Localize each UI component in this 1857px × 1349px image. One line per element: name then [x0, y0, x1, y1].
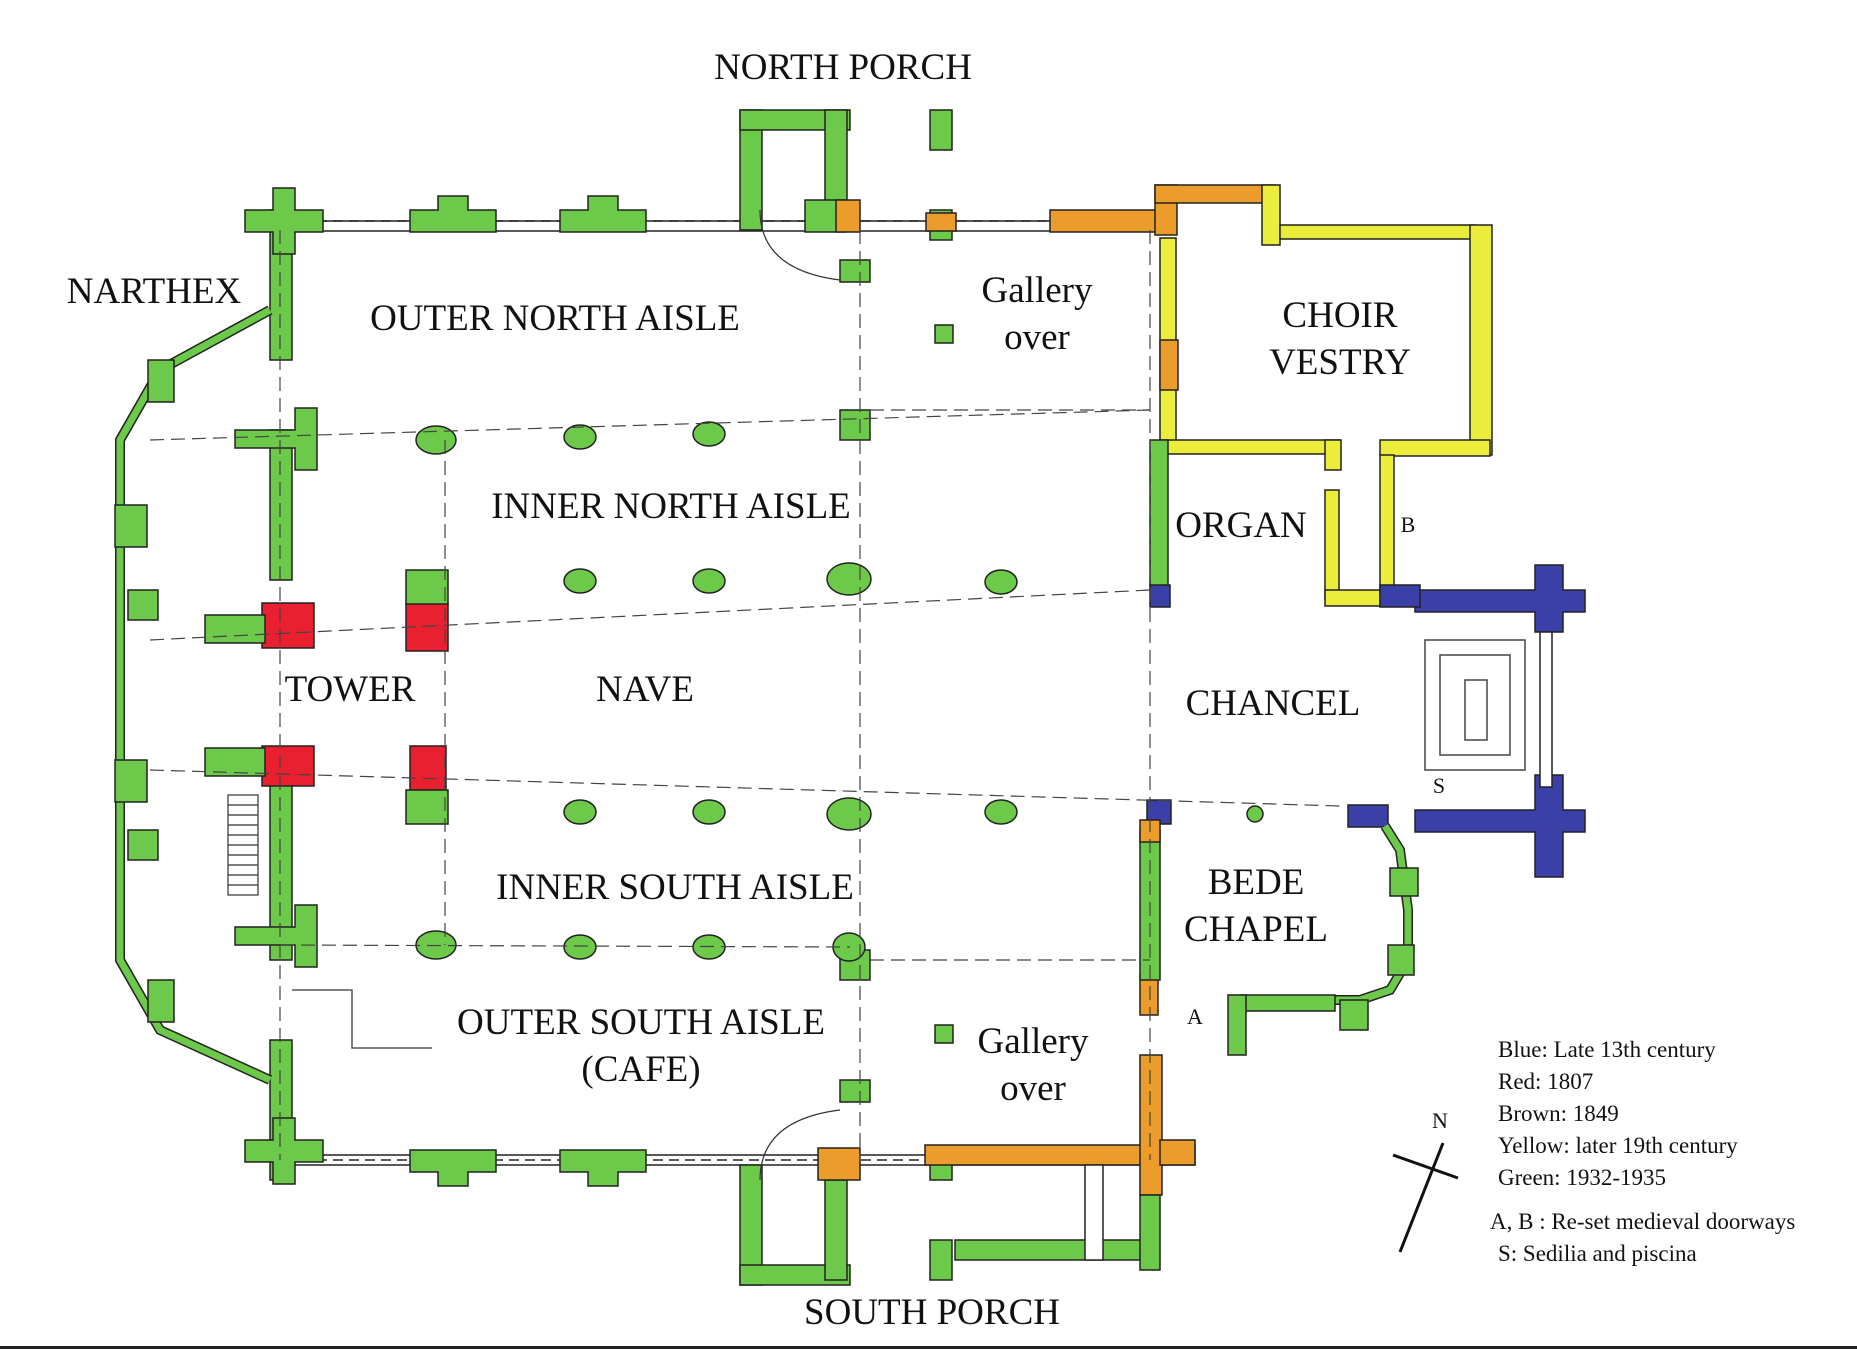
north-label: N [1432, 1108, 1448, 1133]
legend-entry-red: Red: 1807 [1498, 1069, 1594, 1094]
organ-label: ORGAN [1175, 505, 1307, 546]
legend-entry-brown: Brown: 1849 [1498, 1101, 1619, 1126]
north-porch-label: NORTH PORCH [714, 47, 972, 88]
legend-entry-blue: Blue: Late 13th century [1498, 1037, 1716, 1062]
legend: Blue: Late 13th century Red: 1807 Brown:… [1490, 1034, 1803, 1270]
outer-north-aisle-label: OUTER NORTH AISLE [370, 298, 740, 339]
inner-south-aisle-label: INNER SOUTH AISLE [496, 867, 854, 908]
chancel-label: CHANCEL [1185, 683, 1361, 724]
plan-walls [114, 109, 1586, 1286]
gallery-north-label: Gallery over [981, 270, 1093, 358]
arcade-piers [415, 421, 1264, 962]
legend-entry-yellow: Yellow: later 19th century [1498, 1133, 1738, 1158]
stairs [227, 209, 841, 1181]
legend-note-doorways: A, B : Re-set medieval doorways [1490, 1209, 1796, 1234]
sedilia-label: S [1432, 773, 1446, 798]
south-porch-label: SOUTH PORCH [804, 1292, 1060, 1333]
choir-vestry-label: CHOIR VESTRY [1269, 295, 1411, 383]
narthex-label: NARTHEX [66, 271, 242, 312]
gallery-south-label: Gallery over [977, 1021, 1089, 1109]
altar [1424, 639, 1526, 771]
nave-label: NAVE [596, 669, 694, 710]
doorway-b-label: B [1400, 512, 1416, 537]
bede-chapel-label: BEDE CHAPEL [1184, 862, 1328, 950]
north-arrow-icon [1392, 1142, 1459, 1253]
inner-north-aisle-label: INNER NORTH AISLE [491, 486, 851, 527]
bottom-border [0, 1346, 1857, 1349]
legend-note-sedilia: S: Sedilia and piscina [1498, 1241, 1697, 1266]
doorway-a-label: A [1187, 1004, 1203, 1029]
legend-entry-green: Green: 1932-1935 [1498, 1165, 1666, 1190]
outer-south-aisle-label: OUTER SOUTH AISLE (CAFE) [457, 1002, 825, 1090]
vault-lines [149, 230, 1341, 1160]
tower-label: TOWER [284, 669, 416, 710]
cafe-partition [292, 989, 432, 1049]
